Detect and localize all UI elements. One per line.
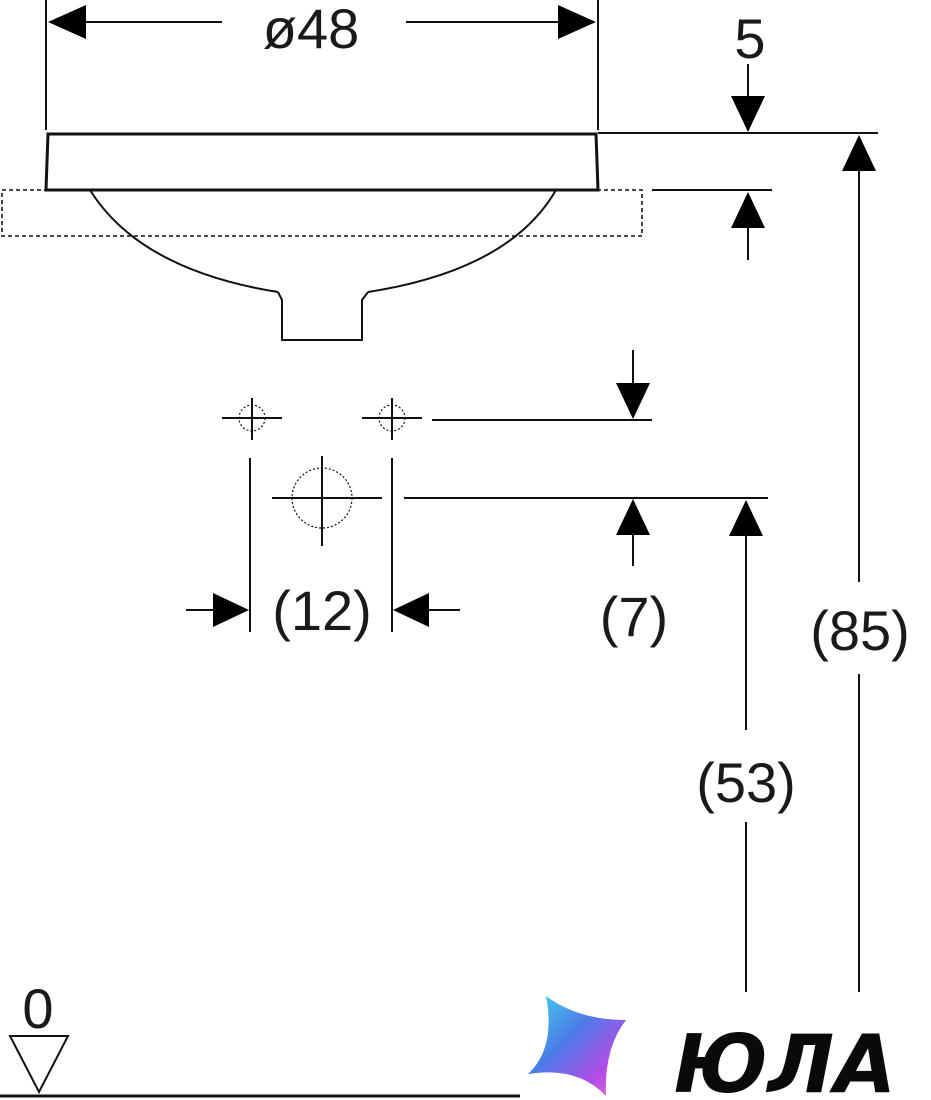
waste-height-dimension: (53)	[696, 500, 796, 992]
level-triangle-icon	[8, 1035, 70, 1095]
countertop-outline	[1, 189, 643, 237]
tap-holes	[222, 398, 422, 546]
diameter-label: ø48	[263, 0, 360, 60]
rim-height-dimension: (85)	[810, 135, 910, 992]
basin-rim	[44, 132, 600, 192]
diameter-dimension: ø48	[45, 0, 599, 130]
tap-offset-label: (7)	[600, 585, 668, 648]
tap-spacing-label: (12)	[272, 579, 372, 642]
rim-thickness-label: 5	[734, 7, 765, 70]
tap-offset-dimension: (7)	[404, 350, 768, 648]
brand-watermark: ЮЛА	[528, 996, 896, 1100]
rim-thickness-dimension: 5	[598, 7, 878, 260]
rim-height-label: (85)	[810, 599, 910, 662]
brand-text: ЮЛА	[674, 1018, 896, 1100]
floor-level-marker: 0	[0, 977, 520, 1098]
tap-spacing-dimension: (12)	[186, 458, 460, 642]
basin-bowl	[89, 189, 557, 293]
waste-outlet	[277, 291, 369, 341]
waste-height-label: (53)	[696, 751, 796, 814]
floor-level-label: 0	[22, 977, 53, 1040]
basin-outline	[1, 132, 643, 341]
star-logo-icon	[528, 996, 626, 1096]
